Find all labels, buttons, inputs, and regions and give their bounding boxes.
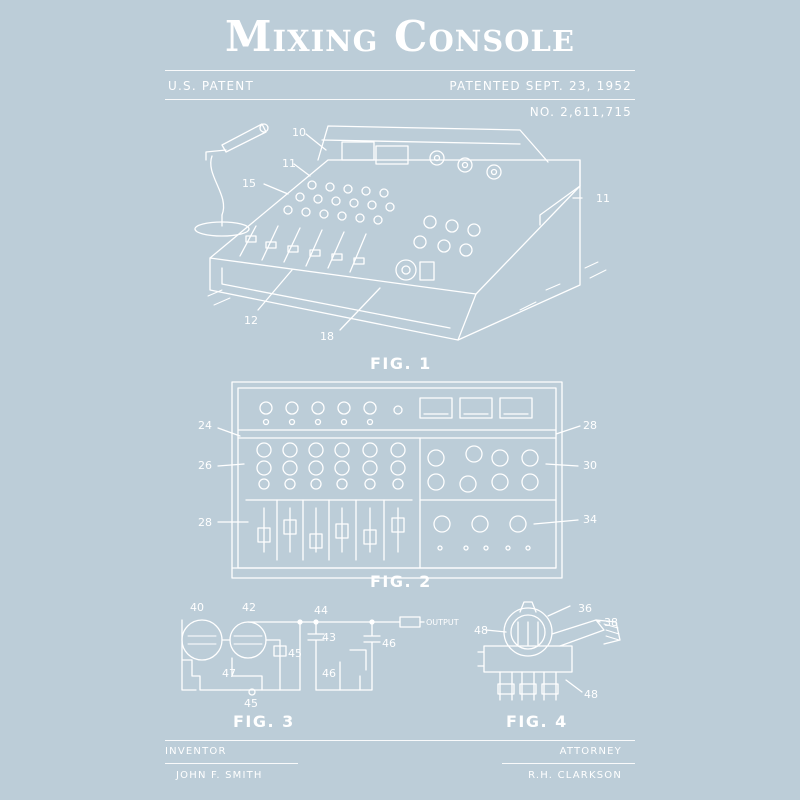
fig4-ref-48a: 48 bbox=[474, 624, 488, 637]
console-top-surface bbox=[210, 160, 580, 294]
inventor-label: INVENTOR bbox=[165, 746, 227, 757]
attorney-name: R.H. CLARKSON bbox=[528, 770, 622, 781]
microphone-icon bbox=[195, 124, 268, 236]
fig3-ref-44: 44 bbox=[314, 604, 328, 617]
fig4-ref-48b: 48 bbox=[584, 688, 598, 701]
attorney-signature-line bbox=[502, 763, 635, 764]
fig3-output-label: OUTPUT bbox=[426, 618, 459, 627]
fig2-ref-30: 30 bbox=[583, 459, 597, 472]
fig4-ref-36: 36 bbox=[578, 602, 592, 615]
fig2-ref-28a: 28 bbox=[198, 516, 212, 529]
fig3-ref-40: 40 bbox=[190, 601, 204, 614]
fig3-ref-45a: 45 bbox=[288, 647, 302, 660]
fig3-ref-43: 43 bbox=[322, 631, 336, 644]
fig3-caption: FIG. 3 bbox=[233, 712, 295, 731]
page-title: Mixing Console bbox=[225, 12, 575, 61]
fig1-ref-15: 15 bbox=[242, 177, 256, 190]
fig2-ref-24: 24 bbox=[198, 419, 212, 432]
fig3-ref-46a: 46 bbox=[382, 637, 396, 650]
attorney-label: ATTORNEY bbox=[559, 746, 622, 757]
fig3-ref-47: 47 bbox=[222, 667, 236, 680]
fig2-channel-strips bbox=[246, 443, 412, 560]
fig3-circuit bbox=[182, 617, 424, 695]
fig2-ref-26: 26 bbox=[198, 459, 212, 472]
fig3-ref-46b: 46 bbox=[322, 667, 336, 680]
fig4-caption: FIG. 4 bbox=[506, 712, 568, 731]
fig4-ref-38: 38 bbox=[604, 616, 618, 629]
patent-date: PATENTED SEPT. 23, 1952 bbox=[449, 79, 632, 93]
inventor-name: JOHN F. SMITH bbox=[176, 770, 263, 781]
fig2-caption: FIG. 2 bbox=[370, 572, 432, 591]
patent-label: U.S. PATENT bbox=[168, 79, 255, 93]
fig3-ref-45b: 45 bbox=[244, 697, 258, 710]
fig2-console-plan bbox=[218, 382, 580, 578]
fig1-ref-11a: 11 bbox=[282, 157, 296, 170]
inventor-signature-line bbox=[165, 763, 298, 764]
fig1-ref-10: 10 bbox=[292, 126, 306, 139]
fig1-console-drawing bbox=[195, 124, 606, 340]
fig1-caption: FIG. 1 bbox=[370, 354, 432, 373]
fig1-ref-18: 18 bbox=[320, 330, 334, 343]
footer-top-rule bbox=[165, 740, 635, 741]
header-bottom-rule bbox=[165, 99, 635, 100]
fig4-connector bbox=[478, 602, 620, 700]
fig2-ref-28b: 28 bbox=[583, 419, 597, 432]
meter-bridge bbox=[318, 126, 548, 162]
fig1-ref-11b: 11 bbox=[596, 192, 610, 205]
fig3-ref-42: 42 bbox=[242, 601, 256, 614]
fig1-faders bbox=[240, 226, 366, 272]
patent-number: NO. 2,611,715 bbox=[529, 105, 632, 119]
fig1-ref-12: 12 bbox=[244, 314, 258, 327]
header-top-rule bbox=[165, 70, 635, 71]
console-side-face bbox=[458, 160, 580, 340]
fig2-ref-34: 34 bbox=[583, 513, 597, 526]
console-front-face bbox=[210, 258, 476, 340]
